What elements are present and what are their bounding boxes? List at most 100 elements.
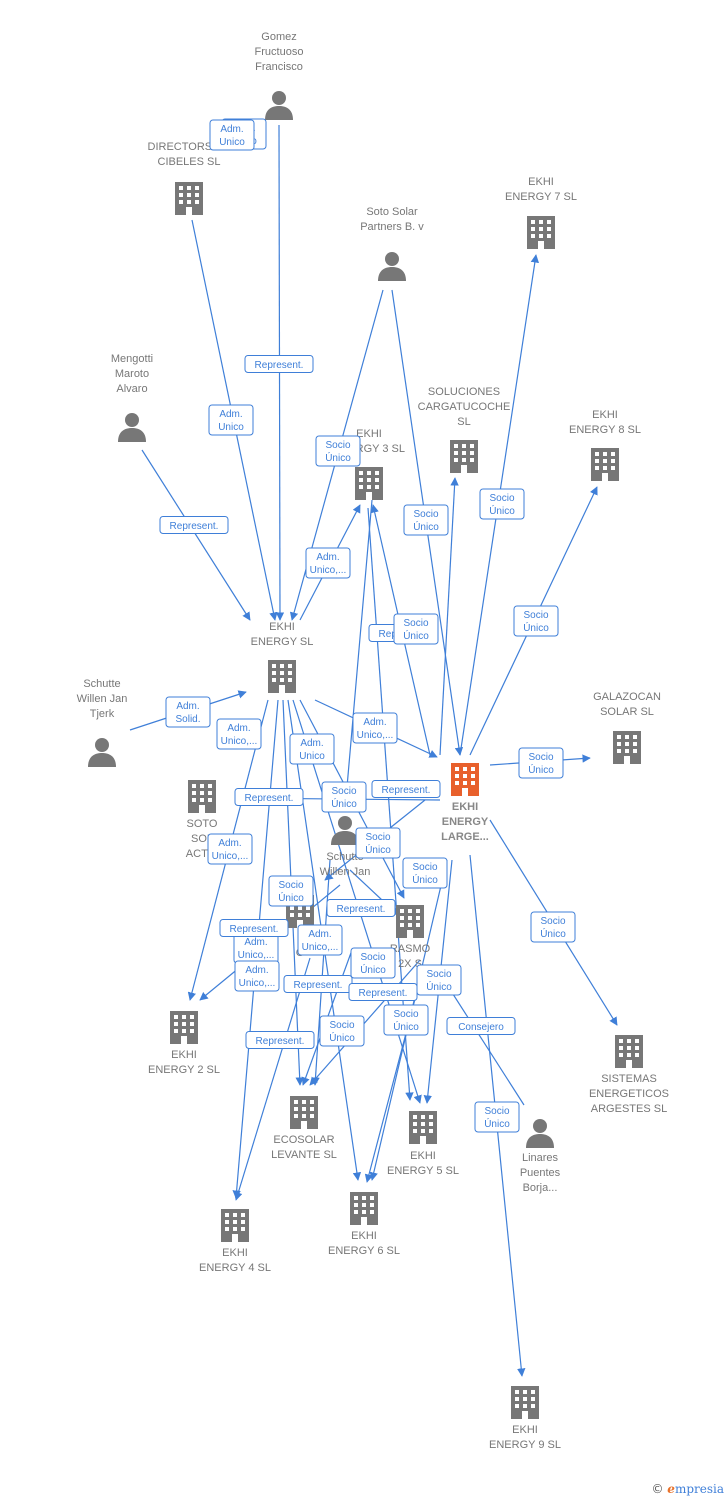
node-label-line: ENERGETICOS	[589, 1088, 669, 1100]
edge-label-text: Represent.	[359, 988, 408, 999]
node-label-line: ENERGY 9 SL	[489, 1439, 561, 1451]
edge-label-text: Socio	[403, 618, 428, 629]
edge-label: Represent.	[234, 788, 304, 806]
person-icon	[88, 738, 116, 767]
edge-label-box	[207, 833, 253, 865]
building-icon	[409, 1111, 437, 1144]
edge-label-box	[245, 1031, 315, 1049]
building-icon	[170, 1011, 198, 1044]
node-label-line: SL	[457, 416, 470, 428]
edge-label-box	[268, 875, 314, 907]
edge-label: Represent.	[219, 919, 289, 937]
building-icon	[355, 467, 383, 500]
edge-label-text: Único	[412, 873, 438, 886]
edge-label: Represent.	[244, 355, 314, 373]
edge-label-box	[403, 504, 449, 536]
edge-label-text: Represent.	[255, 360, 304, 371]
edge-label-text: Socio	[540, 916, 565, 927]
edge-label-text: Represent.	[170, 521, 219, 532]
brand-name: mpresia	[674, 1482, 724, 1496]
edge-label-text: Represent.	[230, 924, 279, 935]
edge-label-box	[371, 780, 441, 798]
edge-label-box	[321, 781, 367, 813]
node-label-line: ENERGY 7 SL	[505, 191, 577, 203]
edge-label: Represent.	[371, 780, 441, 798]
edge-label-box	[216, 718, 262, 750]
node-label-line: Fructuoso	[255, 46, 304, 58]
edge-label-text: Represent.	[294, 980, 343, 991]
building-icon	[613, 731, 641, 764]
node-label-line: Tjerk	[90, 708, 115, 720]
node-ekhi9[interactable]: EKHI ENERGY 9 SL	[489, 1386, 561, 1451]
edge-label-text: Unico,...	[221, 736, 258, 747]
edge-label-box	[234, 788, 304, 806]
edge-label-text: Único	[528, 763, 554, 776]
edge-label-box	[350, 947, 396, 979]
node-label-line: ENERGY 6 SL	[328, 1245, 400, 1257]
edge-label: Represent.	[245, 1031, 315, 1049]
node-label-line: EKHI	[356, 428, 382, 440]
edge-label-text: Represent.	[337, 904, 386, 915]
node-label-line: Maroto	[115, 368, 149, 380]
edge-label-text: Único	[331, 797, 357, 810]
edge-label-box	[305, 547, 351, 579]
node-label-line: ENERGY 2 SL	[148, 1064, 220, 1076]
edge-label-box	[352, 712, 398, 744]
edge-label: Represent.	[326, 899, 396, 917]
node-label-line: EKHI	[512, 1424, 538, 1436]
relation-edge	[311, 859, 331, 1086]
relation-edge	[234, 957, 311, 1201]
building-icon	[450, 440, 478, 473]
edge-label-box	[209, 119, 255, 151]
node-label-line: SISTEMAS	[601, 1073, 657, 1085]
relation-edge	[439, 477, 459, 756]
brand-initial: e	[667, 1482, 675, 1496]
edge-label: Adm.Unico,...	[233, 932, 279, 964]
building-icon	[615, 1035, 643, 1068]
edge-label-text: Unico,...	[239, 978, 276, 989]
edge-label-box	[513, 605, 559, 637]
building-icon	[188, 780, 216, 813]
node-label-line: Schutte	[83, 678, 120, 690]
edge-label: Adm.Unico	[289, 733, 335, 765]
edge-label: Adm.Unico,...	[352, 712, 398, 744]
node-label-line: Partners B. v	[360, 221, 424, 233]
edge-label: Adm.Unico,...	[216, 718, 262, 750]
node-label-line: ENERGY 4 SL	[199, 1262, 271, 1274]
node-label-line: CIBELES SL	[158, 156, 221, 168]
edge-label-box	[219, 919, 289, 937]
node-label-line: SOTO	[187, 818, 218, 830]
node-label-line: GALAZOCAN	[593, 691, 661, 703]
